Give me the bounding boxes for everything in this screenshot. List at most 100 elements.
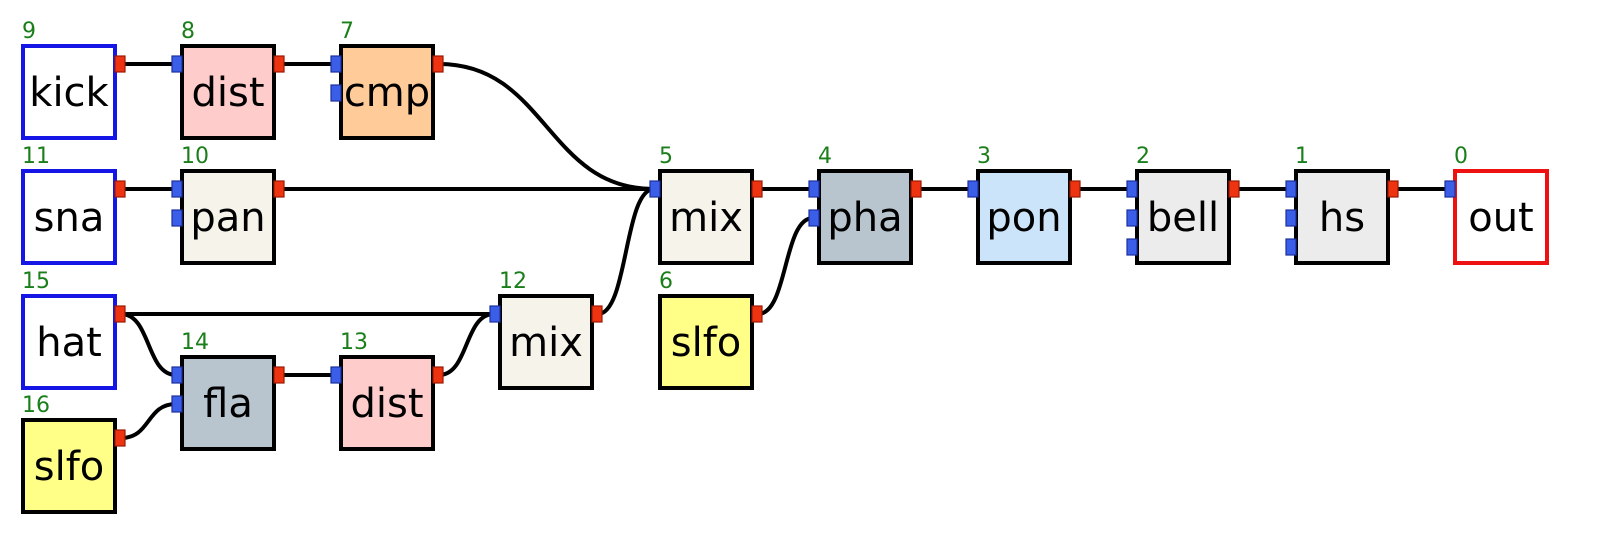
node-id-label: 12 bbox=[499, 269, 527, 294]
output-port[interactable] bbox=[114, 429, 126, 447]
output-port[interactable] bbox=[910, 180, 922, 198]
node-2[interactable]: 2 bell bbox=[1126, 144, 1240, 265]
input-port-0[interactable] bbox=[171, 180, 183, 198]
node-14[interactable]: 14 fla bbox=[171, 330, 285, 451]
input-port-2[interactable] bbox=[1126, 238, 1138, 256]
node-label: kick bbox=[29, 70, 109, 116]
node-15[interactable]: 15 hat bbox=[21, 269, 126, 390]
input-port-1[interactable] bbox=[330, 84, 342, 102]
node-box[interactable] bbox=[498, 294, 594, 390]
input-port-1[interactable] bbox=[1285, 209, 1297, 227]
node-label: hs bbox=[1319, 195, 1365, 241]
node-label: slfo bbox=[34, 444, 105, 490]
node-label: dist bbox=[191, 70, 264, 116]
node-box[interactable] bbox=[976, 169, 1072, 265]
node-box[interactable] bbox=[658, 169, 754, 265]
node-id-label: 11 bbox=[22, 144, 50, 169]
wire-6-to-4 bbox=[756, 216, 815, 316]
input-port-2[interactable] bbox=[1285, 238, 1297, 256]
node-id-label: 1 bbox=[1295, 144, 1309, 169]
output-port[interactable] bbox=[1387, 180, 1399, 198]
node-1[interactable]: 1 hs bbox=[1285, 144, 1399, 265]
node-id-label: 8 bbox=[181, 19, 195, 44]
node-label: cmp bbox=[344, 70, 430, 116]
node-id-label: 7 bbox=[340, 19, 354, 44]
input-port-1[interactable] bbox=[171, 395, 183, 413]
node-id-label: 15 bbox=[22, 269, 50, 294]
node-id-label: 0 bbox=[1454, 144, 1468, 169]
output-port[interactable] bbox=[591, 305, 603, 323]
output-port[interactable] bbox=[114, 180, 126, 198]
node-id-label: 14 bbox=[181, 330, 209, 355]
node-id-label: 6 bbox=[659, 269, 673, 294]
node-id-label: 9 bbox=[22, 19, 36, 44]
node-label: mix bbox=[509, 320, 583, 366]
node-id-label: 5 bbox=[659, 144, 673, 169]
output-port[interactable] bbox=[273, 180, 285, 198]
node-label: bell bbox=[1147, 195, 1219, 241]
input-port-0[interactable] bbox=[1444, 180, 1456, 198]
node-6[interactable]: 6 slfo bbox=[658, 269, 763, 390]
node-label: pon bbox=[986, 195, 1061, 241]
output-port[interactable] bbox=[273, 55, 285, 73]
output-port[interactable] bbox=[273, 366, 285, 384]
node-11[interactable]: 11 sna bbox=[21, 144, 126, 265]
node-label: slfo bbox=[671, 320, 742, 366]
output-port[interactable] bbox=[1069, 180, 1081, 198]
input-port-0[interactable] bbox=[330, 366, 342, 384]
node-id-label: 4 bbox=[818, 144, 832, 169]
node-label: fla bbox=[203, 381, 253, 427]
node-16[interactable]: 16 slfo bbox=[21, 393, 126, 514]
output-port[interactable] bbox=[751, 305, 763, 323]
node-box[interactable] bbox=[658, 294, 754, 390]
node-box[interactable] bbox=[21, 44, 117, 140]
node-box[interactable] bbox=[21, 294, 117, 390]
wire-16-to-14 bbox=[119, 402, 178, 440]
input-port-0[interactable] bbox=[489, 305, 501, 323]
input-port-0[interactable] bbox=[330, 55, 342, 73]
node-8[interactable]: 8 dist bbox=[171, 19, 285, 140]
output-port[interactable] bbox=[114, 305, 126, 323]
wire-7-to-5 bbox=[437, 62, 656, 191]
node-9[interactable]: 9 kick bbox=[21, 19, 126, 140]
output-port[interactable] bbox=[1228, 180, 1240, 198]
node-id-label: 16 bbox=[22, 393, 50, 418]
input-port-1[interactable] bbox=[808, 209, 820, 227]
node-12[interactable]: 12 mix bbox=[489, 269, 603, 390]
node-id-label: 2 bbox=[1136, 144, 1150, 169]
input-port-0[interactable] bbox=[808, 180, 820, 198]
node-box[interactable] bbox=[339, 355, 435, 451]
node-box[interactable] bbox=[1294, 169, 1390, 265]
node-7[interactable]: 7 cmp bbox=[330, 19, 444, 140]
node-label: dist bbox=[350, 381, 423, 427]
input-port-0[interactable] bbox=[1126, 180, 1138, 198]
wire-12-to-5 bbox=[596, 187, 656, 316]
wire-15-to-14 bbox=[119, 312, 178, 377]
input-port-0[interactable] bbox=[171, 366, 183, 384]
node-box[interactable] bbox=[21, 418, 117, 514]
input-port-0[interactable] bbox=[171, 55, 183, 73]
node-label: pan bbox=[190, 195, 265, 241]
node-box[interactable] bbox=[21, 169, 117, 265]
input-port-1[interactable] bbox=[1126, 209, 1138, 227]
input-port-1[interactable] bbox=[171, 209, 183, 227]
node-label: hat bbox=[36, 320, 102, 366]
node-box[interactable] bbox=[1453, 169, 1549, 265]
output-port[interactable] bbox=[751, 180, 763, 198]
output-port[interactable] bbox=[114, 55, 126, 73]
node-box[interactable] bbox=[180, 44, 276, 140]
output-port[interactable] bbox=[432, 366, 444, 384]
output-port[interactable] bbox=[432, 55, 444, 73]
node-label: sna bbox=[34, 195, 105, 241]
input-port-0[interactable] bbox=[967, 180, 979, 198]
input-port-0[interactable] bbox=[649, 180, 661, 198]
input-port-0[interactable] bbox=[1285, 180, 1297, 198]
